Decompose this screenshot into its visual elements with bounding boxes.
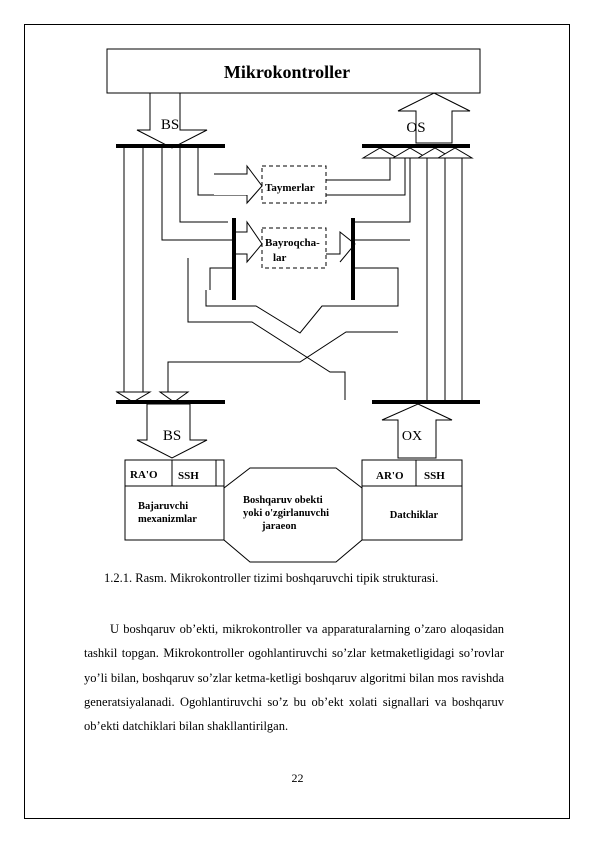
os-top-arrow-shape xyxy=(397,92,471,144)
object-box xyxy=(223,467,363,563)
dac-label: RA'O xyxy=(130,469,158,481)
ox-bottom-arrow-shape xyxy=(381,403,453,459)
actuators-label-2: mexanizmlar xyxy=(138,514,197,525)
bs-bottom-arrow-shape xyxy=(136,403,208,459)
timers-label: Taymerlar xyxy=(265,182,315,194)
bs-bottom-label: BS xyxy=(163,428,181,444)
page-border xyxy=(24,24,570,819)
figure-caption: 1.2.1. Rasm. Mikrokontroller tizimi bosh… xyxy=(104,571,439,585)
os-top-label: OS xyxy=(406,120,425,136)
body-paragraph: U boshqaruv ob’ekti, mikrokontroller va … xyxy=(84,622,504,734)
ox-bottom-label: OX xyxy=(402,429,422,444)
page-number: 22 xyxy=(291,771,304,785)
bs-top-label: BS xyxy=(161,117,179,133)
adc-label: AR'O xyxy=(376,470,404,482)
flags-box xyxy=(261,227,327,269)
mcu-box xyxy=(106,48,481,94)
object-label-1: Boshqaruv obekti xyxy=(243,495,323,506)
timers-box xyxy=(261,165,327,204)
ssh-right-label: SSH xyxy=(424,470,445,482)
object-label-2: yoki o'zgirlanuvchi xyxy=(243,508,329,519)
flags-label-1: Bayroqcha- xyxy=(265,237,320,249)
sensors-box xyxy=(361,459,463,541)
ssh-left-label: SSH xyxy=(178,470,199,482)
actuators-label-1: Bajaruvchi xyxy=(138,501,188,512)
flags-label-2: lar xyxy=(273,252,287,264)
sensors-label: Datchiklar xyxy=(390,510,439,521)
mcu-title: Mikrokontroller xyxy=(224,62,350,82)
object-label-3: jaraeon xyxy=(261,521,297,532)
bs-top-arrow xyxy=(136,92,208,149)
mcu-structure-diagram: Mikrokontroller BS OS Taymerlar Bayroqch… xyxy=(106,48,481,563)
